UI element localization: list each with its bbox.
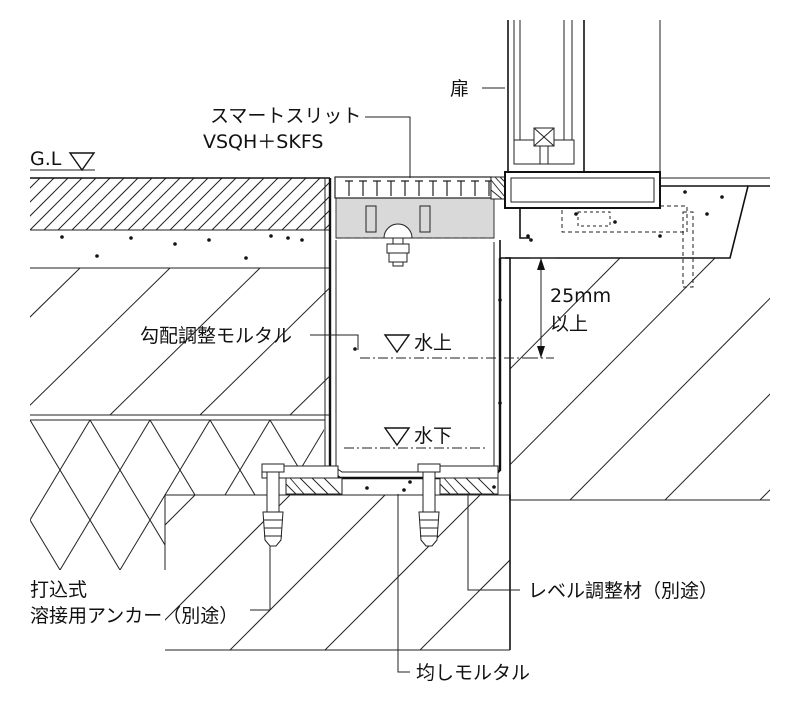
concrete-band-dots [60,234,304,260]
dimension-value-label: 25mm [550,285,611,307]
level-adjuster-pads [285,477,499,495]
gl-label: G.L [30,148,62,170]
dimension-note-label: 以上 [550,313,588,335]
water-down-symbol [383,427,411,447]
anchor-label-line2: 溶接用アンカー（別途） [30,605,238,627]
right-slab-dots [526,190,724,238]
right-slab-top [505,185,770,259]
door-label: 扉 [450,78,469,100]
dimension-25mm [530,257,556,359]
water-up-symbol [383,334,411,354]
right-anchor-dashed [682,211,694,288]
anchor-right [417,463,441,547]
slit-model-label: VSQH＋SKFS [203,131,323,153]
level-adjuster-label: レベル調整材（別途） [528,580,718,602]
water-up-label: 水上 [414,332,452,354]
slope-mortar-label: 勾配調整モルタル [140,325,292,347]
frame-hidden-fixing [577,211,611,227]
slit-name-label: スマートスリット [210,105,361,127]
door-frame [504,20,661,239]
gl-symbol [68,152,96,172]
leveling-mortar-label: 均しモルタル [416,662,530,684]
anchor-label-line1: 打込式 [30,579,87,601]
leader-lines [250,87,520,673]
leveling-mortar-dots [353,238,533,492]
ground-hatched-layer [30,178,330,230]
gutter-channel [261,176,506,480]
base-outline [164,494,510,570]
water-down-label: 水下 [414,425,452,447]
right-slab-hatch [510,257,770,500]
frame-hidden-outline [561,205,688,233]
anchor-left [261,463,285,547]
right-wall-face [499,240,511,500]
